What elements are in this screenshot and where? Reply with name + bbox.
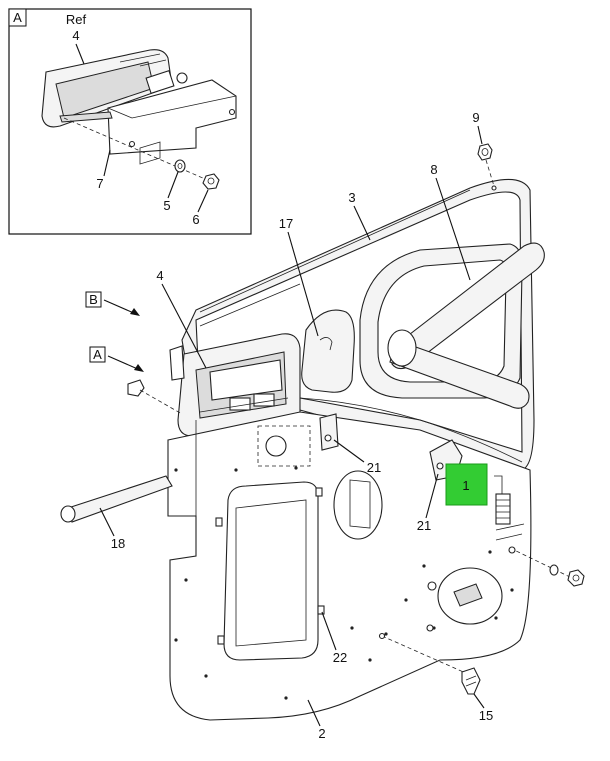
bracket-21-upper bbox=[319, 413, 339, 451]
door-inner-panel bbox=[167, 411, 532, 721]
inner-handle-bezel bbox=[177, 333, 301, 442]
armrest-rod bbox=[60, 475, 173, 523]
door-pull-pocket bbox=[301, 309, 355, 393]
svg-text:A: A bbox=[93, 347, 102, 362]
inset-ref-text: Ref bbox=[66, 12, 87, 27]
latch-spring bbox=[494, 475, 511, 525]
callout-2: 2 bbox=[318, 726, 325, 741]
callout-4: 4 bbox=[156, 268, 163, 283]
nut bbox=[202, 173, 220, 190]
callout-17: 17 bbox=[279, 216, 293, 231]
view-tag-b: B bbox=[85, 291, 140, 316]
clip-fastener bbox=[127, 379, 183, 415]
handle-bracket bbox=[107, 79, 237, 155]
hinge-fasteners bbox=[495, 523, 585, 587]
callout-15: 15 bbox=[479, 708, 493, 723]
callouts: 9 8 3 17 4 21 21 18 22 15 2 bbox=[99, 110, 493, 741]
callout-18: 18 bbox=[111, 536, 125, 551]
inset-detail-a: A Ref 4 7 5 6 bbox=[8, 8, 252, 235]
callout-inset-6: 6 bbox=[192, 212, 199, 227]
callout-9: 9 bbox=[472, 110, 479, 125]
callout-1: 1 bbox=[462, 478, 469, 493]
view-tag-a: A bbox=[89, 346, 144, 372]
callout-22: 22 bbox=[333, 650, 347, 665]
callout-21a: 21 bbox=[367, 460, 381, 475]
washer bbox=[174, 159, 186, 173]
callout-inset-4: 4 bbox=[72, 28, 79, 43]
highlight-box-part-1[interactable] bbox=[445, 463, 488, 506]
callout-8: 8 bbox=[430, 162, 437, 177]
callout-inset-5: 5 bbox=[163, 198, 170, 213]
grab-handle-bar bbox=[387, 242, 545, 409]
inset-view-tag: A bbox=[13, 10, 22, 25]
callout-inset-7: 7 bbox=[96, 176, 103, 191]
bolt-top bbox=[477, 143, 497, 191]
svg-text:B: B bbox=[89, 292, 98, 307]
callout-21b: 21 bbox=[417, 518, 431, 533]
callout-3: 3 bbox=[348, 190, 355, 205]
